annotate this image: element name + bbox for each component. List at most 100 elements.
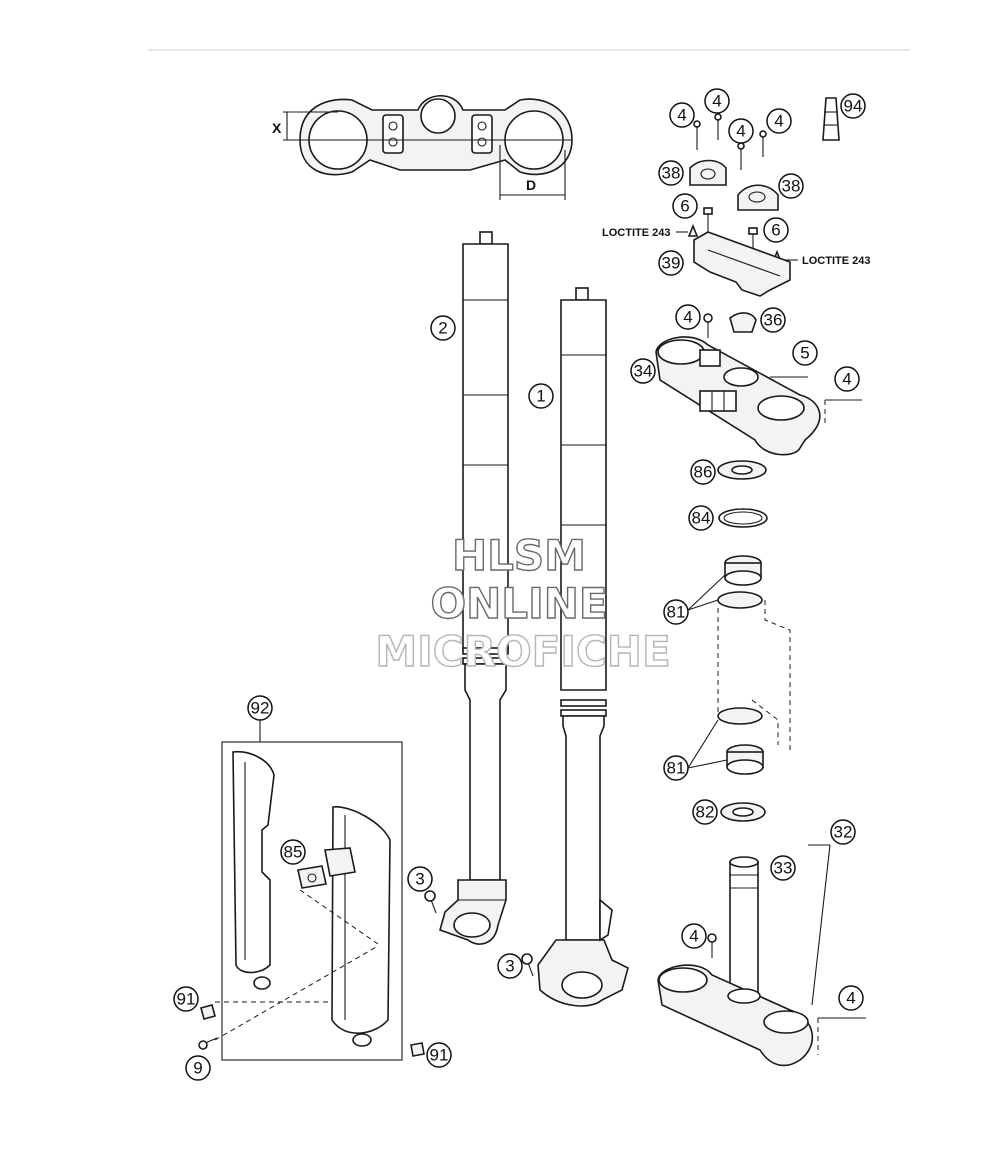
- clamp-bolt-3-right: [521, 953, 534, 977]
- svg-text:91: 91: [177, 990, 196, 1009]
- svg-text:86: 86: [694, 463, 713, 482]
- svg-text:91: 91: [430, 1046, 449, 1065]
- svg-text:1: 1: [536, 387, 545, 406]
- watermark-line-1: HLSM: [452, 531, 586, 580]
- svg-text:4: 4: [846, 989, 855, 1008]
- screw-9: [198, 1037, 218, 1050]
- callout-82: 82: [692, 799, 718, 825]
- bearing-81-lower: [726, 744, 764, 775]
- dimension-x-label: X: [272, 120, 282, 136]
- svg-text:81: 81: [667, 603, 686, 622]
- callout-4-f: 4: [834, 366, 860, 392]
- svg-text:4: 4: [774, 112, 783, 131]
- callout-91-left: 91: [173, 986, 199, 1012]
- lower-triple-clamp-32: [657, 844, 866, 1067]
- callout-4-c: 4: [728, 118, 754, 144]
- svg-text:6: 6: [680, 197, 689, 216]
- fork-leg-2: [439, 231, 509, 945]
- watermark-line-3: MICROFICHE: [375, 627, 670, 676]
- dimension-d-label: D: [526, 177, 536, 193]
- callout-38-left: 38: [658, 160, 684, 186]
- upper-triple-clamp-top-view: [283, 95, 573, 200]
- callout-85: 85: [280, 839, 306, 865]
- callout-4-h: 4: [838, 985, 864, 1011]
- callout-86: 86: [690, 459, 716, 485]
- clamp-base-39: [693, 231, 791, 297]
- callout-81-lower: 81: [663, 755, 689, 781]
- svg-text:38: 38: [782, 177, 801, 196]
- svg-text:6: 6: [771, 221, 780, 240]
- screw-6-left: [687, 207, 713, 237]
- callout-38-right: 38: [778, 173, 804, 199]
- bearing-81-upper: [724, 555, 762, 586]
- callout-1: 1: [528, 383, 554, 409]
- callout-36: 36: [760, 307, 786, 333]
- o-ring-84: [718, 508, 768, 528]
- svg-text:4: 4: [683, 308, 692, 327]
- screw-91-left: [200, 1004, 216, 1020]
- callout-94: 94: [840, 93, 866, 119]
- loctite-note-left: LOCTITE 243: [602, 227, 670, 239]
- svg-text:4: 4: [736, 122, 745, 141]
- fork-leg-1: [537, 287, 629, 1007]
- bolts-4-top: [693, 113, 767, 170]
- screw-91-right: [410, 1042, 425, 1057]
- svg-text:4: 4: [842, 370, 851, 389]
- callout-3-right: 3: [497, 953, 523, 979]
- fork-guard-left: [232, 750, 275, 990]
- callout-3-left: 3: [407, 866, 433, 892]
- callout-4-e: 4: [675, 304, 701, 330]
- callout-6-right: 6: [763, 217, 789, 243]
- callout-32: 32: [830, 819, 856, 845]
- fork-guard-frame: [221, 741, 403, 1061]
- guard-leader-3: [214, 945, 379, 1041]
- callout-39: 39: [658, 250, 684, 276]
- callout-84: 84: [688, 505, 714, 531]
- svg-text:34: 34: [634, 362, 653, 381]
- svg-text:94: 94: [844, 97, 863, 116]
- handlebar-clamp-38-left: [689, 159, 727, 186]
- fork-guard-right: [324, 806, 391, 1047]
- callout-33: 33: [770, 855, 796, 881]
- callout-4-b: 4: [704, 88, 730, 114]
- svg-text:39: 39: [662, 254, 681, 273]
- guard-clip-85: [297, 865, 327, 889]
- svg-text:32: 32: [834, 823, 853, 842]
- handlebar-clamp-38-right: [737, 184, 779, 211]
- dust-seal-86: [717, 460, 767, 480]
- svg-text:3: 3: [505, 957, 514, 976]
- svg-text:33: 33: [774, 859, 793, 878]
- callout-81-upper: 81: [663, 599, 689, 625]
- svg-text:2: 2: [438, 319, 447, 338]
- svg-text:4: 4: [689, 927, 698, 946]
- tool-94: [822, 97, 840, 141]
- svg-text:4: 4: [677, 106, 686, 125]
- loctite-note-right: LOCTITE 243: [802, 255, 870, 267]
- seal-82: [720, 802, 766, 822]
- svg-text:36: 36: [764, 311, 783, 330]
- upper-triple-clamp-34: [655, 312, 862, 456]
- guard-leader-1: [299, 889, 379, 945]
- callout-9: 9: [185, 1055, 211, 1081]
- svg-text:82: 82: [696, 803, 715, 822]
- callout-4-a: 4: [669, 102, 695, 128]
- svg-text:84: 84: [692, 509, 711, 528]
- callout-4-g: 4: [681, 923, 707, 949]
- svg-text:38: 38: [662, 164, 681, 183]
- callout-6-left: 6: [672, 193, 698, 219]
- steering-head-frame: [717, 591, 791, 750]
- callout-2: 2: [430, 315, 456, 341]
- callout-5: 5: [792, 340, 818, 366]
- callout-4-d: 4: [766, 108, 792, 134]
- svg-text:85: 85: [284, 843, 303, 862]
- svg-text:9: 9: [193, 1059, 202, 1078]
- svg-text:92: 92: [251, 699, 270, 718]
- svg-text:5: 5: [800, 344, 809, 363]
- callout-91-right: 91: [426, 1042, 452, 1068]
- watermark-line-2: ONLINE: [430, 579, 607, 628]
- svg-text:81: 81: [667, 759, 686, 778]
- svg-text:4: 4: [712, 92, 721, 111]
- clamp-bolt-3-left: [424, 890, 437, 914]
- svg-text:3: 3: [415, 870, 424, 889]
